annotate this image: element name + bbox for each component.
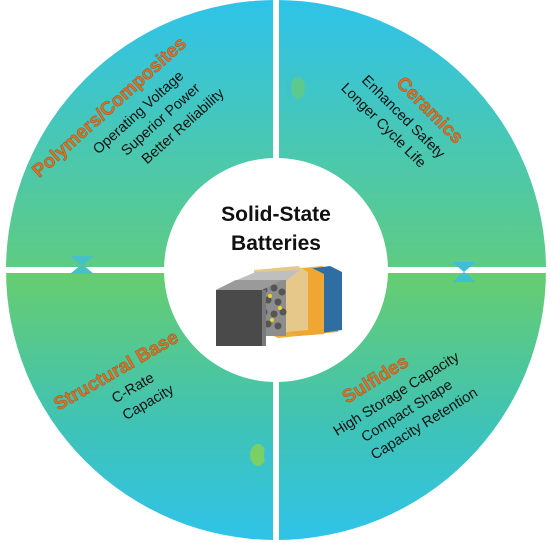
center-title-line1: Solid-State: [221, 203, 331, 226]
connector-left: [70, 256, 94, 274]
connector-bottom-tab: [250, 444, 266, 466]
battery-cell-icon: [216, 266, 342, 346]
connector-top: [286, 80, 293, 96]
connector-top-left-tab: [291, 77, 305, 99]
center-title-line2: Batteries: [231, 232, 321, 255]
connector-bottom: [264, 445, 271, 465]
connector-right: [452, 262, 476, 282]
